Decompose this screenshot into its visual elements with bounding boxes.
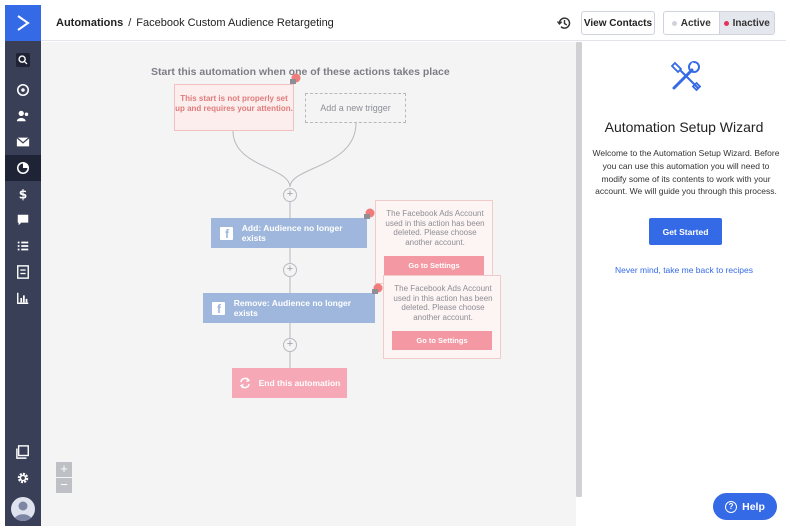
get-started-button[interactable]: Get Started	[649, 218, 722, 245]
breadcrumb: Automations / Facebook Custom Audience Ret…	[56, 17, 334, 29]
settings-gear-icon[interactable]	[5, 465, 41, 491]
add-step-plus-icon[interactable]: +	[283, 338, 297, 352]
history-icon[interactable]	[556, 15, 572, 31]
left-sidebar: $	[5, 5, 41, 526]
conversations-icon[interactable]	[5, 207, 41, 233]
add-trigger-button[interactable]: Add a new trigger	[305, 93, 406, 123]
facebook-icon: f	[220, 226, 233, 240]
warning-badge-icon	[364, 208, 375, 219]
user-avatar[interactable]	[11, 497, 35, 521]
action-warning-text: The Facebook Ads Account used in this ac…	[393, 284, 493, 322]
inactive-dot-icon	[723, 20, 729, 26]
help-question-icon: ?	[725, 500, 738, 513]
users-icon[interactable]	[5, 103, 41, 129]
warning-badge-icon	[290, 73, 301, 84]
action-warning-text: The Facebook Ads Account used in this ac…	[385, 209, 485, 247]
never-mind-link[interactable]: Never mind, take me back to recipes	[615, 265, 753, 275]
facebook-icon: f	[212, 301, 225, 315]
action-add-label: Add: Audience no longer exists	[241, 223, 343, 243]
action-remove-label: Remove: Audience no longer exists	[233, 298, 352, 318]
forms-icon[interactable]	[5, 259, 41, 285]
logo-icon[interactable]	[5, 5, 41, 41]
canvas-scrollbar[interactable]	[576, 42, 582, 497]
reports-icon[interactable]	[5, 285, 41, 311]
status-inactive-label: Inactive	[732, 17, 770, 29]
warning-badge-icon	[372, 283, 383, 294]
add-step-plus-icon[interactable]: +	[283, 263, 297, 277]
top-bar: Automations / Facebook Custom Audience Ret…	[41, 5, 786, 41]
loop-icon	[239, 377, 250, 389]
svg-text:$: $	[19, 187, 28, 201]
status-inactive-button[interactable]: Inactive	[718, 12, 774, 34]
deals-icon[interactable]: $	[5, 181, 41, 207]
automations-icon[interactable]	[5, 155, 41, 181]
contacts-icon[interactable]	[5, 77, 41, 103]
help-label: Help	[742, 500, 765, 513]
view-contacts-button[interactable]: View Contacts	[581, 11, 655, 35]
go-to-settings-button[interactable]: Go to Settings	[392, 331, 492, 350]
status-toggle: Active Inactive	[663, 11, 775, 35]
canvas-title: Start this automation when one of these …	[151, 66, 450, 78]
setup-wizard-panel: Automation Setup Wizard Welcome to the A…	[582, 42, 786, 526]
wizard-title: Automation Setup Wizard	[604, 119, 764, 135]
action-remove-audience[interactable]: f Remove: Audience no longer exists	[203, 293, 375, 323]
breadcrumb-current: Facebook Custom Audience Retargeting	[136, 17, 334, 29]
action-add-audience[interactable]: f Add: Audience no longer exists	[211, 218, 367, 248]
zoom-in-button[interactable]: +	[56, 462, 72, 477]
status-active-button[interactable]: Active	[664, 12, 719, 34]
status-active-label: Active	[680, 17, 711, 29]
search-icon[interactable]	[5, 47, 41, 73]
start-warning[interactable]: This start is not properly set up and re…	[174, 84, 294, 131]
wizard-body: Welcome to the Automation Setup Wizard. …	[592, 148, 780, 197]
active-dot-icon	[671, 20, 677, 26]
automation-canvas[interactable]: Start this automation when one of these …	[41, 42, 576, 526]
pages-icon[interactable]	[5, 439, 41, 465]
tools-icon	[670, 61, 702, 92]
action-warning-box: The Facebook Ads Account used in this ac…	[383, 275, 501, 359]
add-step-plus-icon[interactable]: +	[283, 188, 297, 202]
breadcrumb-separator: /	[128, 17, 132, 29]
flow-connectors	[232, 122, 357, 368]
end-automation-label: End this automation	[258, 378, 341, 388]
action-warning-box: The Facebook Ads Account used in this ac…	[375, 200, 493, 284]
go-to-settings-button[interactable]: Go to Settings	[384, 256, 484, 275]
campaigns-icon[interactable]	[5, 129, 41, 155]
breadcrumb-automations-link[interactable]: Automations	[56, 17, 124, 29]
end-automation-step[interactable]: End this automation	[232, 368, 347, 398]
zoom-out-button[interactable]: −	[56, 478, 72, 493]
help-button[interactable]: ? Help	[713, 493, 777, 520]
lists-icon[interactable]	[5, 233, 41, 259]
